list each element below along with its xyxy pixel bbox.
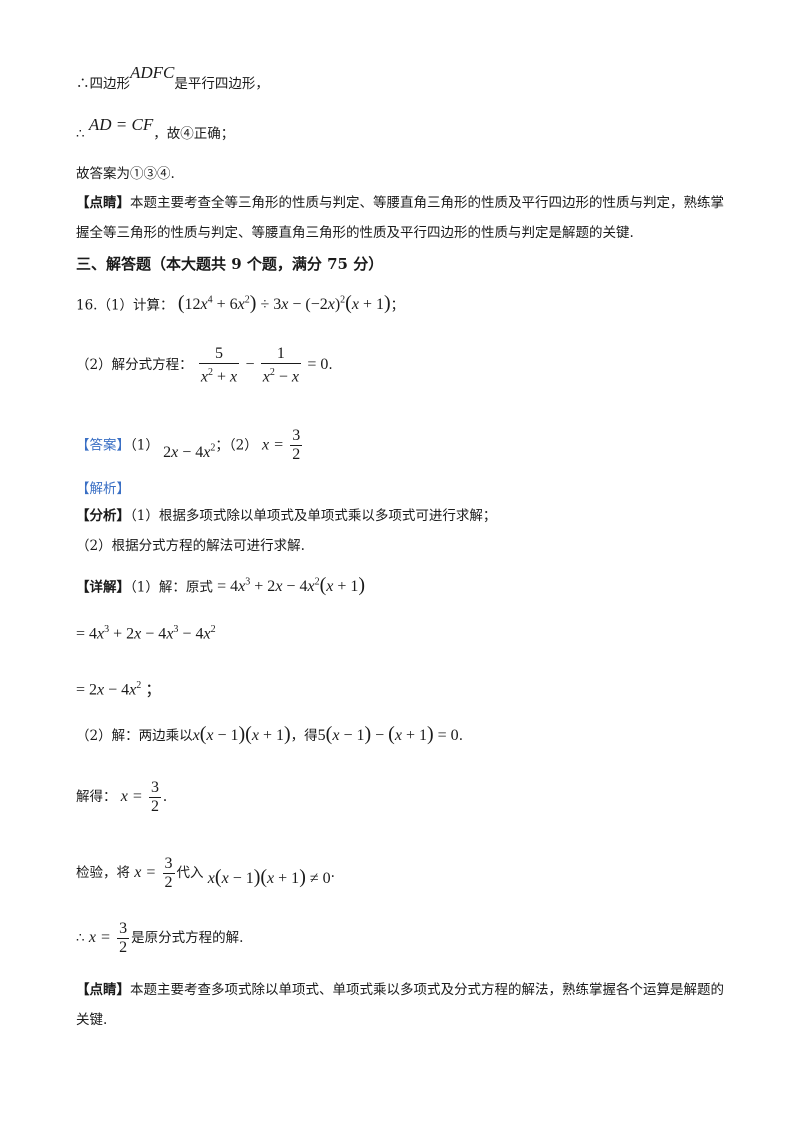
- section-heading: 三、解答题（本大题共 9 个题，满分 75 分）: [76, 255, 384, 273]
- step2-expression: = 4x3 + 2x − 4x3 − 4x2: [76, 624, 216, 643]
- dianjing-paragraph: 【点睛】本题主要考查全等三角形的性质与判定、等腰直角三角形的性质及平行四边形的性…: [76, 195, 724, 241]
- part2-solution: （2）解：两边乘以x(x − 1)(x + 1)，得5(x − 1) − (x …: [76, 723, 463, 745]
- ad-eq-cf-line: ∴ AD = CF，故④正确；: [76, 115, 235, 142]
- fenxi-line1: 【分析】（1）根据多项式除以单项式及单项式乘以多项式可进行求解；: [76, 508, 497, 524]
- answer-tag: 【答案】: [76, 437, 130, 454]
- parallelogram-conclusion: ∴四边形ADFC是平行四边形，: [76, 63, 269, 92]
- analysis-tag: 【解析】: [76, 481, 130, 497]
- check-expression: x(x − 1)(x + 1) ≠ 0: [207, 866, 331, 888]
- dianjing2-paragraph: 【点睛】本题主要考查多项式除以单项式、单项式乘以多项式及分式方程的解法，熟练掌握…: [76, 982, 724, 1028]
- multiplier-expression: x(x − 1)(x + 1): [192, 723, 291, 745]
- cleared-equation: 5(x − 1) − (x + 1) = 0: [317, 723, 459, 745]
- quad-name: ADFC: [130, 63, 175, 82]
- detail-step1: 【详解】（1）解：原式 = 4x3 + 2x − 4x2(x + 1): [76, 574, 366, 597]
- ad-eq-cf: AD = CF: [88, 115, 154, 134]
- q16-part1: 16.（1）计算： (12x4 + 6x2) ÷ 3x − (−2x)2(x +…: [76, 292, 405, 315]
- q16-expression: (12x4 + 6x2) ÷ 3x − (−2x)2(x + 1): [177, 292, 391, 315]
- step3-expression: = 2x − 4x2 ；: [76, 680, 162, 699]
- answer-1: 2x − 4x2: [163, 443, 216, 462]
- fenxi-line2: （2）根据分式方程的解法可进行求解.: [76, 538, 305, 554]
- answer-summary: 故答案为①③④.: [76, 166, 175, 182]
- step1-expression: = 4x3 + 2x − 4x2(x + 1): [217, 574, 366, 597]
